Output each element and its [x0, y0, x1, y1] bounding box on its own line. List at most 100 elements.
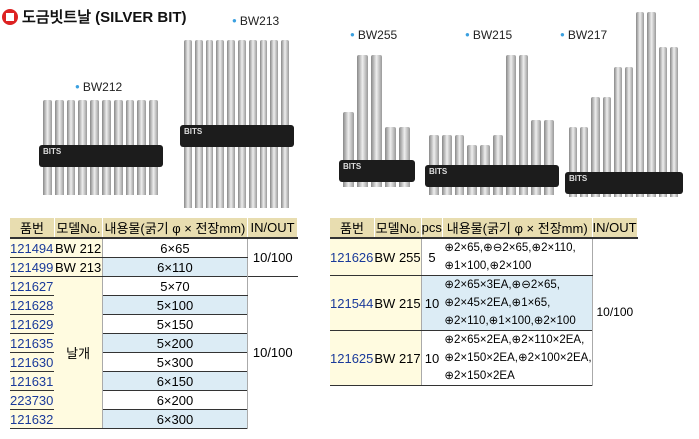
content: 5×200	[102, 333, 248, 353]
model: BW 255	[374, 238, 422, 276]
bit-set-image: BITS	[180, 40, 294, 208]
item-code[interactable]: 121628	[10, 295, 55, 315]
set-label: BW215	[465, 28, 512, 42]
brand-logo-icon	[2, 8, 18, 25]
bit	[518, 55, 529, 195]
content: 5×100	[102, 295, 248, 315]
table-row: 121635 5×200	[10, 333, 298, 353]
set-label: BW212	[75, 80, 122, 94]
col-header: IN/OUT	[247, 218, 298, 239]
col-header: 품번	[10, 218, 55, 239]
table-row: 121630 5×300	[10, 352, 298, 372]
pcs: 10	[421, 330, 443, 386]
bit-holder: BITS	[565, 172, 683, 194]
item-code[interactable]: 121632	[10, 409, 55, 429]
bit	[625, 67, 634, 197]
col-header: 모델No.	[54, 218, 103, 239]
bit	[259, 40, 268, 208]
bit-holder: BITS	[180, 125, 294, 147]
col-header: 내용물(굵기 φ × 전장mm)	[442, 218, 593, 239]
bit	[658, 47, 667, 197]
item-code[interactable]: 121635	[10, 333, 55, 353]
bit	[531, 120, 542, 195]
item-code[interactable]: 121626	[330, 238, 375, 276]
item-code[interactable]: 223730	[10, 390, 55, 410]
title-text: 도금빗트날 (SILVER BIT)	[22, 9, 187, 26]
bit	[569, 127, 578, 197]
bit-holder: BITS	[39, 145, 163, 167]
bit	[505, 55, 516, 195]
bit	[281, 40, 289, 208]
col-header: 모델No.	[374, 218, 422, 239]
bit	[216, 40, 225, 208]
content: ⊕2×65×2EA,⊕2×110×2EA,⊕2×150×2EA,⊕2×100×2…	[442, 330, 593, 386]
bit	[194, 40, 203, 208]
bit	[385, 127, 396, 187]
bit	[602, 97, 611, 197]
content: 6×150	[102, 371, 248, 391]
model: BW 213	[54, 257, 103, 277]
content: ⊕2×65×3EA,⊕⊖2×65,⊕2×45×2EA,⊕1×65,⊕2×110,…	[442, 275, 593, 331]
bit	[227, 40, 235, 208]
bit-set-image: BITS	[339, 55, 415, 187]
bit	[184, 40, 192, 208]
bit	[343, 112, 354, 187]
model: 날개	[54, 276, 103, 429]
set-label: BW213	[232, 14, 279, 28]
bit-holder: BITS	[339, 160, 415, 182]
content: 6×200	[102, 390, 248, 410]
table-row: 121628 5×100	[10, 295, 298, 315]
item-code[interactable]: 121494	[10, 238, 55, 258]
set-label: BW255	[350, 28, 397, 42]
content: 5×150	[102, 314, 248, 334]
bit	[669, 47, 678, 197]
item-code[interactable]: 121625	[330, 330, 375, 386]
item-code[interactable]: 121544	[330, 275, 375, 331]
col-header: IN/OUT	[592, 218, 638, 239]
bit	[399, 127, 410, 187]
bit-set-image: BITS	[39, 100, 163, 195]
bit	[205, 40, 214, 208]
bit-set-image: BITS	[565, 12, 683, 197]
inout: 10/100	[247, 238, 298, 277]
bit	[636, 12, 645, 197]
content: 6×300	[102, 409, 248, 429]
col-header: 내용물(굵기 φ × 전장mm)	[102, 218, 249, 239]
content: 6×110	[102, 257, 248, 277]
page-title: 도금빗트날 (SILVER BIT)	[2, 6, 187, 27]
item-code[interactable]: 121631	[10, 371, 55, 391]
set-label: BW217	[560, 28, 607, 42]
bit	[613, 67, 622, 197]
content: 5×70	[102, 276, 248, 296]
model: BW 217	[374, 330, 422, 386]
inout: 10/100	[591, 238, 638, 386]
table-row: 223730 6×200	[10, 390, 298, 410]
content: 6×65	[102, 238, 248, 258]
item-code[interactable]: 121627	[10, 276, 55, 296]
model: BW 212	[54, 238, 103, 258]
bit	[591, 97, 600, 197]
bit	[544, 120, 554, 195]
table-row: 121632 6×300	[10, 409, 298, 429]
bit	[647, 12, 656, 197]
content: 5×300	[102, 352, 248, 372]
col-header: 품번	[330, 218, 375, 239]
bit	[248, 40, 257, 208]
model: BW 215	[374, 275, 422, 331]
bit-set-image: BITS	[425, 55, 559, 195]
item-code[interactable]: 121629	[10, 314, 55, 334]
bit	[238, 40, 246, 208]
inout: 10/100	[247, 276, 298, 429]
item-code[interactable]: 121499	[10, 257, 55, 277]
item-code[interactable]: 121630	[10, 352, 55, 372]
bit	[580, 127, 589, 197]
